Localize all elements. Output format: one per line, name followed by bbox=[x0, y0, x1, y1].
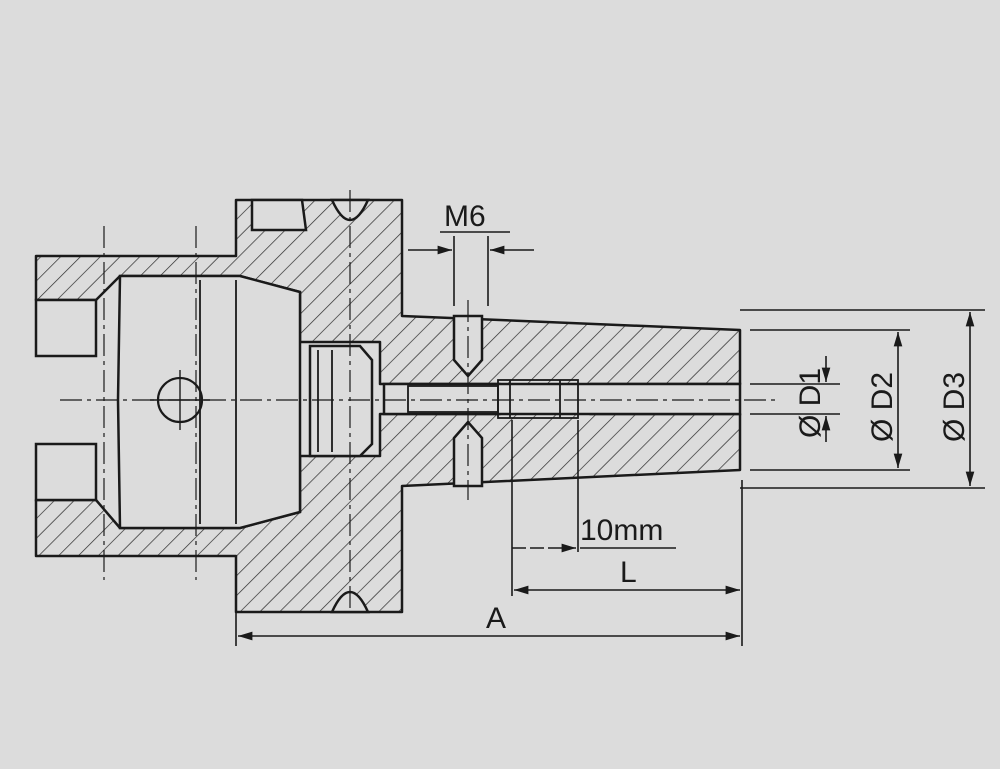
label-d3: Ø D3 bbox=[938, 372, 971, 442]
stepped-bore bbox=[308, 344, 374, 458]
dimension-lines bbox=[235, 231, 985, 646]
label-length-l: L bbox=[620, 556, 637, 589]
label-length-a: A bbox=[486, 602, 506, 635]
axial-bore bbox=[382, 382, 742, 416]
label-depth: 10mm bbox=[580, 514, 663, 547]
label-d2: Ø D2 bbox=[866, 372, 899, 442]
main-cavity bbox=[116, 274, 302, 530]
centerlines bbox=[60, 190, 780, 612]
label-thread: M6 bbox=[444, 200, 486, 233]
cavity-outlines bbox=[34, 198, 742, 614]
detail-lines bbox=[150, 280, 579, 524]
flange-top-notch bbox=[250, 198, 308, 232]
label-d1: Ø D1 bbox=[794, 368, 827, 438]
upper-key-slot bbox=[34, 298, 98, 358]
lower-key-slot bbox=[34, 442, 98, 502]
